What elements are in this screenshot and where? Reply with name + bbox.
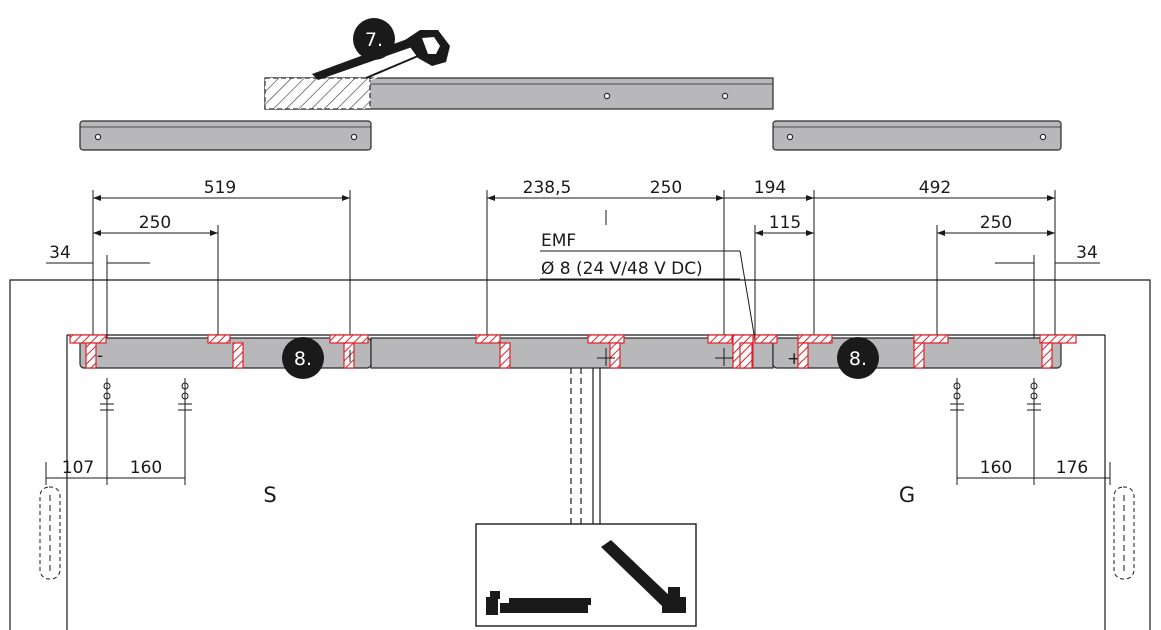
dim-250-center: 250 bbox=[650, 178, 682, 198]
dim-492: 492 bbox=[919, 178, 951, 198]
dim-238-5: 238,5 bbox=[523, 178, 572, 198]
dim-115: 115 bbox=[769, 213, 801, 233]
leaf-label-g: G bbox=[899, 483, 915, 507]
center-marks bbox=[349, 348, 733, 366]
dim-250-left: 250 bbox=[139, 213, 171, 233]
emf-label: EMF bbox=[541, 231, 576, 251]
top-rail-right bbox=[772, 120, 1062, 151]
step-8-badge-right: 8. bbox=[837, 337, 879, 379]
minus-mark: - bbox=[97, 346, 103, 366]
cut-off-section bbox=[264, 77, 371, 110]
svg-text:8.: 8. bbox=[294, 348, 312, 370]
dim-176: 176 bbox=[1056, 458, 1088, 478]
dim-107: 107 bbox=[62, 458, 94, 478]
top-rail-left bbox=[79, 120, 372, 151]
leaf-label-s: S bbox=[263, 483, 276, 507]
dimension-ticks bbox=[93, 195, 1055, 236]
handle-left bbox=[39, 486, 61, 580]
fixing-points bbox=[69, 334, 1077, 369]
top-rail-cut bbox=[264, 77, 774, 110]
dim-250-right: 250 bbox=[980, 213, 1012, 233]
handle-right bbox=[1113, 486, 1135, 580]
svg-text:7.: 7. bbox=[365, 29, 383, 51]
dim-519: 519 bbox=[204, 178, 236, 198]
dim-160-right: 160 bbox=[980, 458, 1012, 478]
dim-34-left: 34 bbox=[49, 243, 71, 263]
door-closer-icon bbox=[475, 523, 697, 627]
dimension-lines bbox=[45, 190, 1111, 485]
step-8-badge-left: 8. bbox=[282, 337, 324, 379]
dim-160-left: 160 bbox=[130, 458, 162, 478]
emf-spec: Ø 8 (24 V/48 V DC) bbox=[541, 259, 703, 279]
screw-symbols bbox=[100, 378, 1041, 412]
step-7-badge: 7. bbox=[353, 18, 395, 60]
dim-34-right: 34 bbox=[1076, 243, 1098, 263]
dimension-labels: 519 250 34 238,5 250 194 115 492 250 34 … bbox=[49, 178, 1098, 478]
svg-text:8.: 8. bbox=[849, 348, 867, 370]
cable-duct bbox=[570, 368, 601, 524]
dim-194: 194 bbox=[754, 178, 786, 198]
